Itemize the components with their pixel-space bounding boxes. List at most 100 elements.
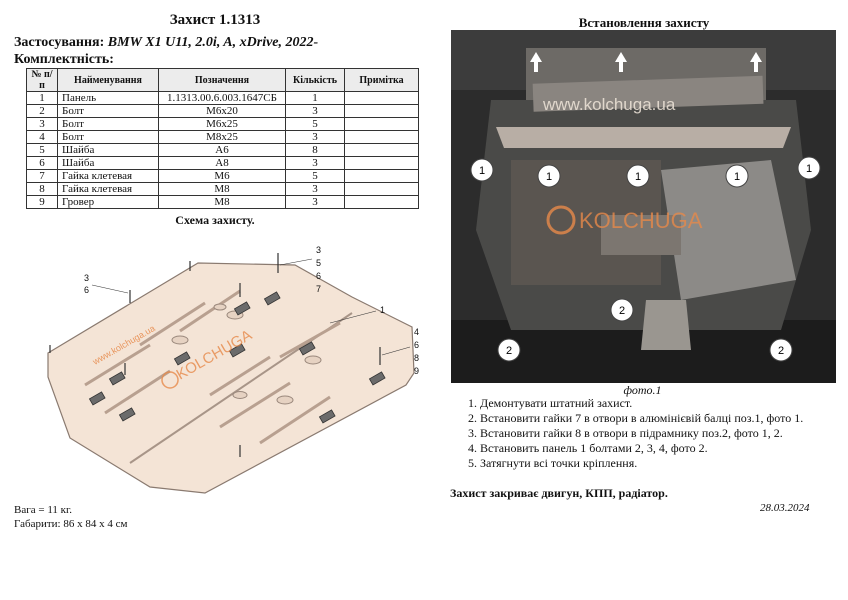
cell-name: Панель	[57, 91, 159, 105]
bolts	[49, 253, 381, 457]
photo-watermark-brand: KOLCHUGA	[579, 208, 703, 233]
cell-num: 6	[26, 156, 58, 170]
skid-plate-panel	[47, 262, 415, 494]
cell-num: 2	[26, 104, 58, 118]
document-date: 28.03.2024	[760, 502, 810, 514]
callout-label: 6	[84, 285, 89, 295]
callout-label: 7	[316, 284, 321, 294]
photo-callouts: 1 1 1 1 1 2 2 2	[470, 156, 821, 362]
install-photo: www.kolchuga.ua KOLCHUGA 1 1 1 1 1 2 2 2	[451, 30, 836, 383]
application-line: Застосування: BMW X1 U11, 2.0i, A, xDriv…	[14, 35, 318, 51]
scheme-title: Схема захисту.	[175, 213, 255, 227]
callout-label: 5	[316, 258, 321, 268]
cell-name: Болт	[57, 104, 159, 118]
cell-num: 9	[26, 195, 58, 209]
photo-caption: фото.1	[623, 383, 662, 397]
cell-designation: М8	[158, 182, 286, 196]
col-header-num: № п/п	[26, 68, 58, 92]
cell-name: Болт	[57, 130, 159, 144]
application-model: BMW X1 U11, 2.0i, A, xDrive, 2022-	[107, 35, 319, 50]
cell-note	[344, 91, 419, 105]
cell-qty: 8	[285, 143, 345, 157]
parts-table: № п/п Найменування Позначення Кількість …	[26, 68, 419, 209]
arrow-up-icons	[530, 52, 762, 72]
list-item: Встановить панель 1 болтами 2, 3, 4, фот…	[480, 441, 848, 456]
col-header-note: Примітка	[344, 68, 419, 92]
cell-num: 8	[26, 182, 58, 196]
panel-ribs	[84, 289, 341, 445]
scheme-drawing: www.kolchuga.ua KOLCHUGA 3 5 6 7 3 6 1 4…	[47, 245, 419, 494]
scheme-callouts: 3 5 6 7 3 6 1 4 6 8 9	[84, 245, 419, 376]
cell-name: Болт	[57, 117, 159, 131]
callout-label: 8	[414, 353, 419, 363]
callout-label: 1	[546, 171, 552, 183]
kit-label: Комплектність:	[14, 52, 114, 67]
callout-label: 1	[806, 163, 812, 175]
cell-designation: М8	[158, 195, 286, 209]
list-item: Встановити гайки 7 в отвори в алюмінієві…	[480, 411, 848, 426]
callout-label: 3	[316, 245, 321, 255]
mount-brackets	[88, 291, 386, 424]
cell-qty: 3	[285, 156, 345, 170]
cell-name: Шайба	[57, 143, 159, 157]
cell-designation: М6х25	[158, 117, 286, 131]
callout-label: 1	[380, 305, 385, 315]
cell-note	[344, 182, 419, 196]
weight-text: Вага = 11 кг.	[14, 504, 73, 516]
cell-qty: 3	[285, 182, 345, 196]
list-item: Затягнути всі точки кріплення.	[480, 456, 848, 471]
cell-designation: М6	[158, 169, 286, 183]
cell-num: 4	[26, 130, 58, 144]
cell-num: 7	[26, 169, 58, 183]
cell-name: Гайка клетевая	[57, 182, 159, 196]
cell-num: 5	[26, 143, 58, 157]
callout-label: 3	[84, 273, 89, 283]
cell-name: Гайка клетевая	[57, 169, 159, 183]
panel-holes	[171, 303, 322, 405]
install-steps: Демонтувати штатний захист. Встановити г…	[450, 396, 848, 471]
cell-name: Шайба	[57, 156, 159, 170]
callout-label: 2	[506, 345, 512, 357]
callout-label: 1	[479, 165, 485, 177]
callout-label: 4	[414, 327, 419, 337]
dimensions-text: Габарити: 86 х 84 х 4 см	[14, 518, 128, 530]
application-label: Застосування:	[14, 35, 105, 50]
cell-designation: М6х20	[158, 104, 286, 118]
cell-qty: 3	[285, 195, 345, 209]
document-title: Захист 1.1313	[169, 12, 261, 28]
kolchuga-logo-icon	[161, 371, 179, 389]
cell-qty: 1	[285, 91, 345, 105]
cell-num: 3	[26, 117, 58, 131]
callout-label: 9	[414, 366, 419, 376]
table-header-row: № п/п Найменування Позначення Кількість …	[26, 68, 419, 92]
col-header-qty: Кількість	[285, 68, 345, 92]
cell-qty: 3	[285, 130, 345, 144]
cell-designation: 1.1313.00.6.003.1647СБ	[158, 91, 286, 105]
callout-label: 1	[734, 171, 740, 183]
cell-designation: М8х25	[158, 130, 286, 144]
cell-note	[344, 143, 419, 157]
cell-qty: 5	[285, 117, 345, 131]
col-header-name: Найменування	[57, 68, 159, 92]
install-title: Встановлення захисту	[578, 15, 710, 30]
cell-note	[344, 169, 419, 183]
coverage-summary: Захист закриває двигун, КПП, радіатор.	[450, 486, 668, 500]
cell-note	[344, 156, 419, 170]
cell-note	[344, 104, 419, 118]
callout-leaders	[91, 258, 411, 356]
cell-num: 1	[26, 91, 58, 105]
cell-qty: 5	[285, 169, 345, 183]
cell-qty: 3	[285, 104, 345, 118]
callout-label: 1	[635, 171, 641, 183]
callout-label: 2	[778, 345, 784, 357]
photo-watermark-url: www.kolchuga.ua	[542, 95, 676, 114]
cell-note	[344, 195, 419, 209]
